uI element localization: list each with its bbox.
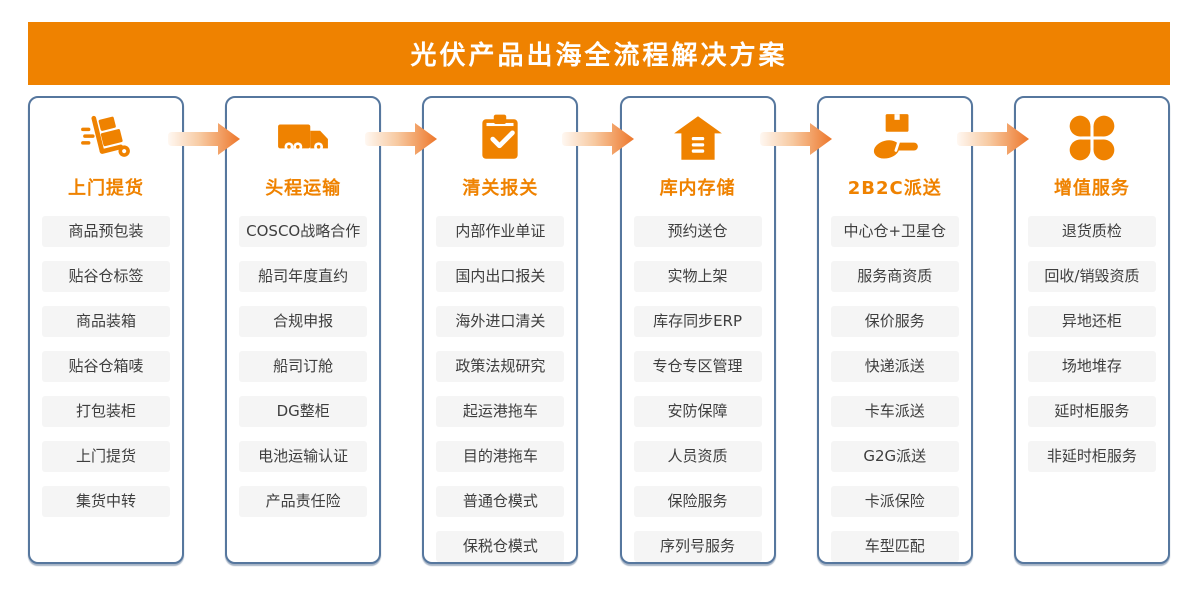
header-banner: 光伏产品出海全流程解决方案 (28, 22, 1170, 85)
list-item: 商品装箱 (42, 306, 170, 337)
list-item: 安防保障 (633, 396, 762, 427)
list-item: 起运港拖车 (436, 396, 565, 427)
flow-arrow-icon (168, 122, 240, 156)
column-title: 增值服务 (1053, 178, 1130, 199)
list-item: 中心仓+卫星仓 (830, 216, 959, 247)
list-item: 保税仓模式 (436, 531, 565, 562)
column-title: 上门提货 (68, 178, 144, 199)
flow-columns: 上门提货 商品预包装贴谷仓标签商品装箱贴谷仓箱唛打包装柜上门提货集货中转 头程运… (28, 96, 1170, 564)
list-item: 海外进口清关 (436, 306, 565, 337)
list-item: 政策法规研究 (436, 351, 565, 382)
flow-card: 清关报关 内部作业单证国内出口报关海外进口清关政策法规研究起运港拖车目的港拖车普… (422, 96, 579, 564)
warehouse-icon (622, 110, 774, 166)
column-title: 清关报关 (462, 178, 539, 199)
column-item-list: COSCO战略合作船司年度直约合规申报船司订舱 DG整柜电池运输认证产品责任险 (227, 216, 379, 517)
flow-card: 2B2C派送 中心仓+卫星仓服务商资质保价服务快递派送卡车派送 G2G派送卡派保险… (816, 96, 973, 564)
list-item: 目的港拖车 (436, 441, 565, 472)
clipboard-check-icon (424, 110, 576, 166)
list-item: 船司订舱 (239, 351, 368, 382)
list-item: 回收/销毁资质 (1027, 261, 1156, 292)
flow-column: 上门提货 商品预包装贴谷仓标签商品装箱贴谷仓箱唛打包装柜上门提货集货中转 (28, 96, 240, 564)
list-item: 集货中转 (42, 486, 170, 517)
list-item: 国内出口报关 (436, 261, 565, 292)
flow-arrow-icon (562, 122, 635, 156)
list-item: 商品预包装 (42, 216, 170, 247)
list-item: 人员资质 (633, 441, 762, 472)
list-item: 专仓专区管理 (633, 351, 762, 382)
flow-arrow-icon (365, 122, 438, 156)
flow-arrow-icon (956, 122, 1029, 156)
list-item: 保价服务 (830, 306, 959, 337)
list-item: 快递派送 (830, 351, 959, 382)
column-item-list: 退货质检回收/销毁资质异地还柜场地堆存延时柜服务非延时柜服务 (1016, 216, 1168, 472)
list-item: DG整柜 (239, 396, 368, 427)
list-item: 内部作业单证 (436, 216, 565, 247)
list-item: 保险服务 (633, 486, 762, 517)
list-item: 实物上架 (633, 261, 762, 292)
truck-icon (227, 110, 379, 166)
list-item: 预约送仓 (633, 216, 762, 247)
list-item: 非延时柜服务 (1027, 441, 1156, 472)
column-item-list: 内部作业单证国内出口报关海外进口清关政策法规研究起运港拖车目的港拖车普通仓模式保… (424, 216, 576, 562)
column-item-list: 预约送仓实物上架库存同步ERP 专仓专区管理安防保障人员资质保险服务序列号服务 (622, 216, 774, 562)
flow-card: 增值服务 退货质检回收/销毁资质异地还柜场地堆存延时柜服务非延时柜服务 (1013, 96, 1170, 564)
flow-column: 清关报关 内部作业单证国内出口报关海外进口清关政策法规研究起运港拖车目的港拖车普… (422, 96, 635, 564)
list-item: 贴谷仓箱唛 (42, 351, 170, 382)
flow-arrow-icon (759, 122, 832, 156)
list-item: 库存同步ERP (633, 306, 762, 337)
list-item: 服务商资质 (830, 261, 959, 292)
flow-column: 2B2C派送 中心仓+卫星仓服务商资质保价服务快递派送卡车派送 G2G派送卡派保险… (816, 96, 1029, 564)
list-item: 贴谷仓标签 (42, 261, 170, 292)
flow-column: 头程运输 COSCO战略合作船司年度直约合规申报船司订舱 DG整柜电池运输认证产品… (225, 96, 438, 564)
column-title: 库内存储 (659, 178, 736, 199)
list-item: 打包装柜 (42, 396, 170, 427)
clover-icon (1016, 110, 1168, 166)
page-title: 光伏产品出海全流程解决方案 (410, 41, 788, 71)
list-item: 异地还柜 (1027, 306, 1156, 337)
list-item: 场地堆存 (1027, 351, 1156, 382)
flow-card: 头程运输 COSCO战略合作船司年度直约合规申报船司订舱 DG整柜电池运输认证产品… (225, 96, 382, 564)
list-item: 车型匹配 (830, 531, 959, 562)
list-item: 普通仓模式 (436, 486, 565, 517)
column-item-list: 商品预包装贴谷仓标签商品装箱贴谷仓箱唛打包装柜上门提货集货中转 (30, 216, 182, 517)
list-item: 延时柜服务 (1027, 396, 1156, 427)
hand-box-icon (819, 110, 971, 166)
flow-card: 库内存储 预约送仓实物上架库存同步ERP 专仓专区管理安防保障人员资质保险服务序列… (619, 96, 776, 564)
list-item: G2G派送 (830, 441, 959, 472)
flow-column: 库内存储 预约送仓实物上架库存同步ERP 专仓专区管理安防保障人员资质保险服务序列… (619, 96, 832, 564)
list-item: 上门提货 (42, 441, 170, 472)
column-title: 头程运输 (265, 178, 342, 199)
flow-column: 增值服务 退货质检回收/销毁资质异地还柜场地堆存延时柜服务非延时柜服务 (1013, 96, 1170, 564)
column-title: 2B2C派送 (847, 178, 942, 199)
list-item: 卡车派送 (830, 396, 959, 427)
list-item: 退货质检 (1027, 216, 1156, 247)
column-item-list: 中心仓+卫星仓服务商资质保价服务快递派送卡车派送 G2G派送卡派保险车型匹配 (819, 216, 971, 562)
hand-truck-icon (30, 110, 182, 166)
flow-card: 上门提货 商品预包装贴谷仓标签商品装箱贴谷仓箱唛打包装柜上门提货集货中转 (28, 96, 184, 564)
list-item: COSCO战略合作 (239, 216, 368, 247)
list-item: 合规申报 (239, 306, 368, 337)
list-item: 序列号服务 (633, 531, 762, 562)
list-item: 船司年度直约 (239, 261, 368, 292)
list-item: 产品责任险 (239, 486, 368, 517)
list-item: 卡派保险 (830, 486, 959, 517)
list-item: 电池运输认证 (239, 441, 368, 472)
